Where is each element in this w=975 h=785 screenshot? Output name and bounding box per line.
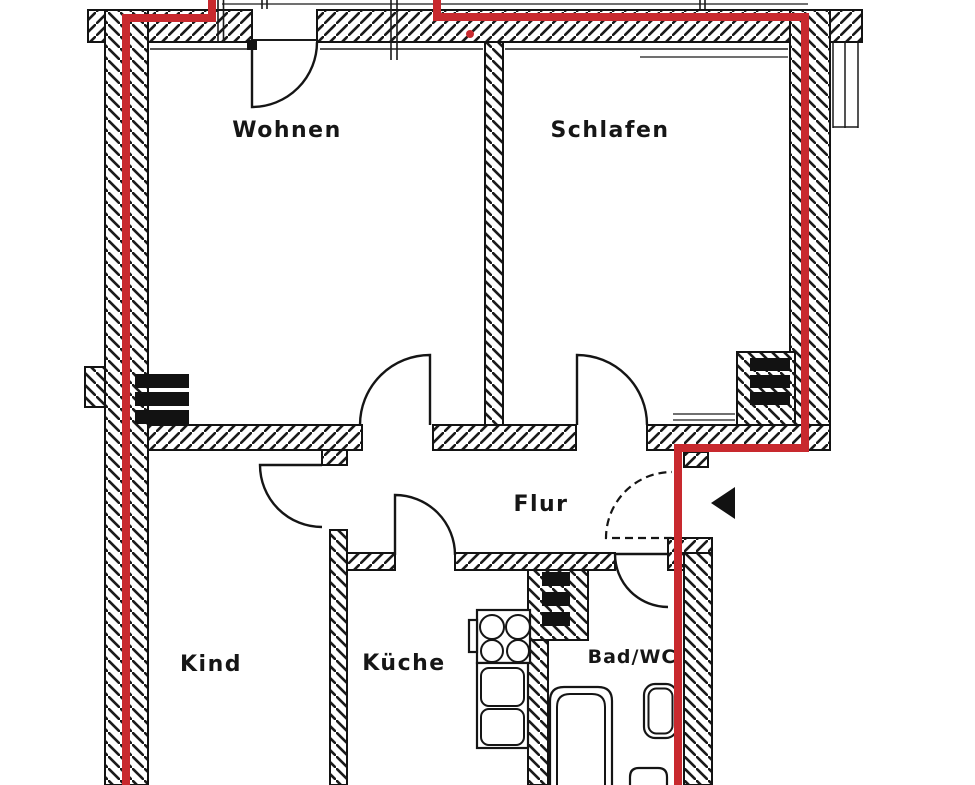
- room-labels: Wohnen Schlafen Kind Küche Flur Bad/WC: [180, 118, 677, 677]
- room-label-flur: Flur: [513, 492, 568, 517]
- top-wall-stub-4: [699, 0, 706, 9]
- balcony-door-arc: [250, 41, 319, 109]
- top-wall-stub-3: [261, 0, 268, 9]
- room-label-bad-wc: Bad/WC: [588, 646, 677, 668]
- fixtures: [467, 608, 679, 785]
- room-label-kind: Kind: [180, 652, 242, 677]
- hall-wall-left-segment: [147, 424, 363, 451]
- kueche-door-arc: [393, 493, 457, 556]
- kind-kueche-divider-wall: [329, 529, 348, 785]
- schlafen-radiator: [750, 358, 790, 405]
- room-label-kueche: Küche: [362, 651, 445, 676]
- entrance-arrow-icon: [711, 487, 735, 519]
- kitchen-sink: [475, 661, 530, 750]
- doors: [247, 40, 673, 609]
- balcony-door-hinge: [247, 40, 257, 50]
- bad-door-arc: [613, 552, 669, 609]
- left-wall-outer-block: [84, 366, 106, 408]
- entrance-door-arc: [604, 470, 673, 540]
- hall-wall-middle-segment: [432, 424, 577, 451]
- kueche-top-wall: [346, 552, 396, 571]
- bad-right-wall: [683, 552, 713, 785]
- schlafen-door-arc: [575, 353, 649, 426]
- window-and-detail-lines: [150, 0, 859, 421]
- stove: [467, 608, 532, 665]
- red-route: [122, 0, 809, 785]
- wash-basin: [628, 766, 669, 785]
- bad-radiator: [542, 572, 570, 626]
- red-route-dot: [466, 30, 474, 38]
- bathtub: [548, 685, 614, 785]
- red-route-left: [122, 0, 216, 785]
- hall-wall-step: [321, 449, 348, 466]
- entry-wall-upper-stub: [683, 451, 709, 468]
- right-exterior-wall: [789, 9, 831, 451]
- schlafen-lintel-lines: [673, 413, 735, 421]
- wohnen-door-arc: [358, 353, 432, 426]
- room-label-wohnen: Wohnen: [232, 118, 342, 143]
- top-wall-stub-1: [217, 0, 225, 42]
- radiators: [135, 358, 790, 626]
- bad-top-wall: [454, 552, 616, 571]
- right-outer-wall-lines: [832, 42, 859, 128]
- kind-door-arc: [258, 463, 323, 529]
- red-route-right: [433, 0, 809, 785]
- wohnen-radiator: [135, 374, 189, 424]
- room-label-schlafen: Schlafen: [550, 118, 669, 143]
- toilet: [642, 682, 679, 740]
- wohnen-schlafen-divider-wall: [484, 41, 504, 426]
- top-wall-stub-2: [390, 0, 398, 60]
